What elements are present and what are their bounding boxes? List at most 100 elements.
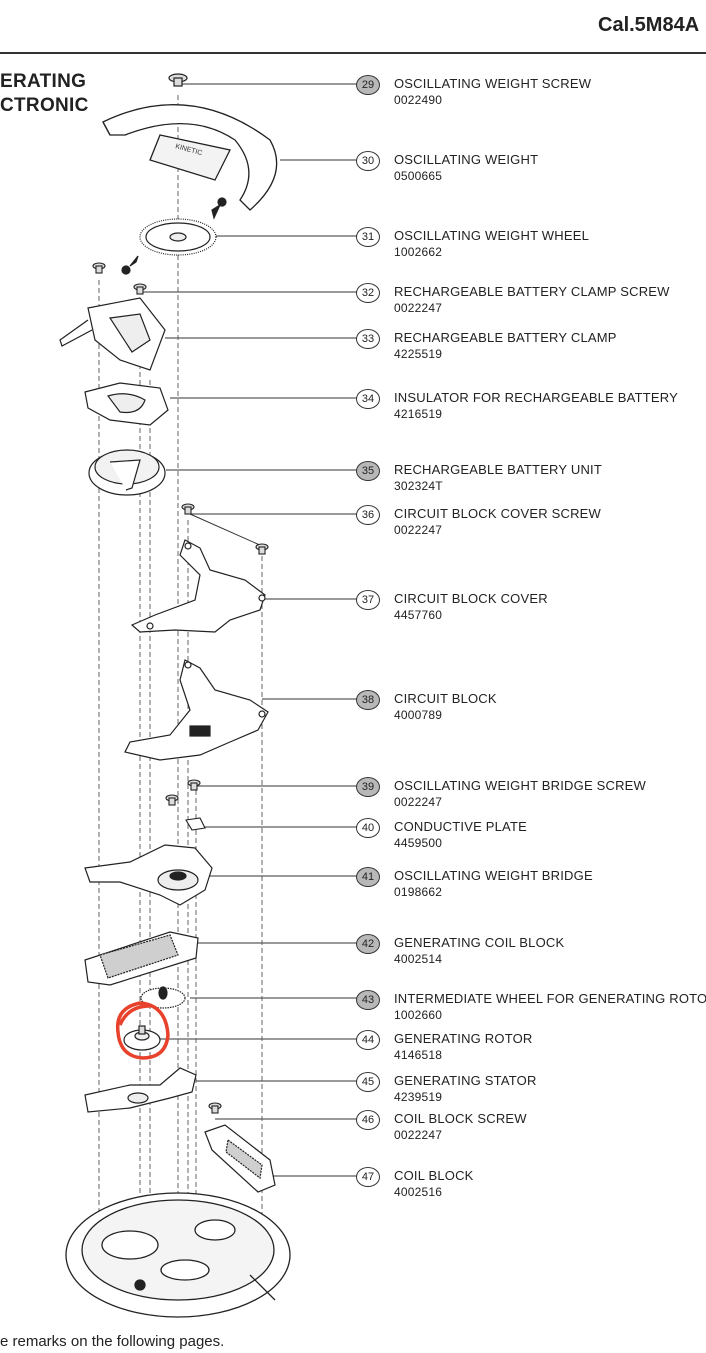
part-row-38: 38 CIRCUIT BLOCK 4000789 xyxy=(356,690,706,730)
part-code: 4146518 xyxy=(394,1048,443,1062)
generating-rotor-icon xyxy=(123,1025,161,1051)
part-number-badge: 47 xyxy=(356,1167,380,1187)
part-row-30: 30 OSCILLATING WEIGHT 0500665 xyxy=(356,151,706,191)
part-code: 302324T xyxy=(394,479,443,493)
part-name: OSCILLATING WEIGHT xyxy=(394,152,539,167)
circuit-block-cover-icon xyxy=(130,539,266,633)
part-row-39: 39 OSCILLATING WEIGHT BRIDGE SCREW 0022247 xyxy=(356,777,706,817)
part-name: OSCILLATING WEIGHT BRIDGE xyxy=(394,868,593,883)
part-name: GENERATING COIL BLOCK xyxy=(394,935,565,950)
part-code: 1002660 xyxy=(394,1008,443,1022)
part-number-badge: 31 xyxy=(356,227,380,247)
part-row-37: 37 CIRCUIT BLOCK COVER 4457760 xyxy=(356,590,706,630)
part-number-badge: 44 xyxy=(356,1030,380,1050)
oscillating-weight-bridge-icon xyxy=(84,844,213,906)
part-code: 0022247 xyxy=(394,523,443,537)
part-number-badge: 40 xyxy=(356,818,380,838)
battery-clamp-icon xyxy=(59,297,166,371)
part-code: 1002662 xyxy=(394,245,443,259)
part-code: 4239519 xyxy=(394,1090,443,1104)
part-name: COIL BLOCK xyxy=(394,1168,474,1183)
part-name: GENERATING ROTOR xyxy=(394,1031,533,1046)
part-name: CIRCUIT BLOCK COVER SCREW xyxy=(394,506,602,521)
intermediate-wheel-icon xyxy=(140,986,186,1009)
oscillating-weight-icon: KINETIC xyxy=(102,104,278,211)
part-row-35: 35 RECHARGEABLE BATTERY UNIT 302324T xyxy=(356,461,706,501)
part-code: 0022247 xyxy=(394,1128,443,1142)
part-row-43: 43 INTERMEDIATE WHEEL FOR GENERATING ROTO… xyxy=(356,990,706,1030)
main-plate-icon xyxy=(65,1192,291,1318)
battery-clamp-screw-icon xyxy=(92,262,147,295)
part-name: CONDUCTIVE PLATE xyxy=(394,819,527,834)
battery-insulator-icon xyxy=(84,382,169,426)
part-number-badge: 42 xyxy=(356,934,380,954)
oscillating-weight-screw-icon xyxy=(168,73,188,87)
part-name: COIL BLOCK SCREW xyxy=(394,1111,527,1126)
part-row-29: 29 OSCILLATING WEIGHT SCREW 0022490 xyxy=(356,75,706,115)
part-number-badge: 46 xyxy=(356,1110,380,1130)
part-code: 4002514 xyxy=(394,952,443,966)
part-number-badge: 35 xyxy=(356,461,380,481)
part-code: 0022490 xyxy=(394,93,443,107)
part-code: 4225519 xyxy=(394,347,443,361)
part-name: RECHARGEABLE BATTERY UNIT xyxy=(394,462,602,477)
conductive-plate-icon xyxy=(185,817,206,831)
section-heading-line-1: ERATING xyxy=(0,71,87,92)
circuit-block-icon xyxy=(124,659,269,761)
oscillating-weight-wheel-icon xyxy=(121,197,227,275)
coil-block-icon xyxy=(204,1124,276,1193)
section-heading-line-2: CTRONIC xyxy=(0,95,89,116)
part-name: INSULATOR FOR RECHARGEABLE BATTERY xyxy=(394,390,678,405)
part-code: 4002516 xyxy=(394,1185,443,1199)
part-number-badge: 41 xyxy=(356,867,380,887)
part-row-34: 34 INSULATOR FOR RECHARGEABLE BATTERY 4216… xyxy=(356,389,706,429)
part-name: INTERMEDIATE WHEEL FOR GENERATING ROTOR xyxy=(394,991,706,1006)
footer-note: e remarks on the following pages. xyxy=(0,1333,225,1350)
part-name: OSCILLATING WEIGHT SCREW xyxy=(394,76,592,91)
coil-block-screw-icon xyxy=(208,1102,222,1114)
part-number-badge: 39 xyxy=(356,777,380,797)
part-row-45: 45 GENERATING STATOR 4239519 xyxy=(356,1072,706,1112)
part-row-40: 40 CONDUCTIVE PLATE 4459500 xyxy=(356,818,706,858)
part-row-42: 42 GENERATING COIL BLOCK 4002514 xyxy=(356,934,706,974)
part-code: 4457760 xyxy=(394,608,443,622)
part-name: GENERATING STATOR xyxy=(394,1073,537,1088)
part-number-badge: 33 xyxy=(356,329,380,349)
part-number-badge: 38 xyxy=(356,690,380,710)
part-code: 4000789 xyxy=(394,708,443,722)
part-code: 0500665 xyxy=(394,169,443,183)
part-number-badge: 30 xyxy=(356,151,380,171)
part-row-44: 44 GENERATING ROTOR 4146518 xyxy=(356,1030,706,1070)
circuit-cover-screw-icon xyxy=(181,503,269,555)
part-name: CIRCUIT BLOCK xyxy=(394,691,497,706)
generating-coil-block-icon xyxy=(84,931,199,986)
header-divider xyxy=(0,52,706,54)
part-name: RECHARGEABLE BATTERY CLAMP SCREW xyxy=(394,284,670,299)
part-number-badge: 37 xyxy=(356,590,380,610)
part-name: OSCILLATING WEIGHT WHEEL xyxy=(394,228,590,243)
part-code: 4459500 xyxy=(394,836,443,850)
generating-stator-icon xyxy=(84,1067,197,1113)
part-code: 0022247 xyxy=(394,795,443,809)
red-annotation-circle xyxy=(115,1001,170,1060)
part-name: CIRCUIT BLOCK COVER xyxy=(394,591,548,606)
part-row-47: 47 COIL BLOCK 4002516 xyxy=(356,1167,706,1207)
caliber-title: Cal.5M84A xyxy=(598,14,700,36)
part-code: 0198662 xyxy=(394,885,443,899)
weight-bridge-screw-icon xyxy=(165,779,201,806)
part-name: RECHARGEABLE BATTERY CLAMP xyxy=(394,330,617,345)
part-number-badge: 45 xyxy=(356,1072,380,1092)
part-row-46: 46 COIL BLOCK SCREW 0022247 xyxy=(356,1110,706,1150)
part-name: OSCILLATING WEIGHT BRIDGE SCREW xyxy=(394,778,647,793)
part-row-41: 41 OSCILLATING WEIGHT BRIDGE 0198662 xyxy=(356,867,706,907)
part-row-31: 31 OSCILLATING WEIGHT WHEEL 1002662 xyxy=(356,227,706,267)
part-row-33: 33 RECHARGEABLE BATTERY CLAMP 4225519 xyxy=(356,329,706,369)
part-number-badge: 29 xyxy=(356,75,380,95)
rechargeable-battery-icon xyxy=(88,449,166,496)
part-code: 4216519 xyxy=(394,407,443,421)
part-number-badge: 32 xyxy=(356,283,380,303)
part-number-badge: 34 xyxy=(356,389,380,409)
part-number-badge: 43 xyxy=(356,990,380,1010)
